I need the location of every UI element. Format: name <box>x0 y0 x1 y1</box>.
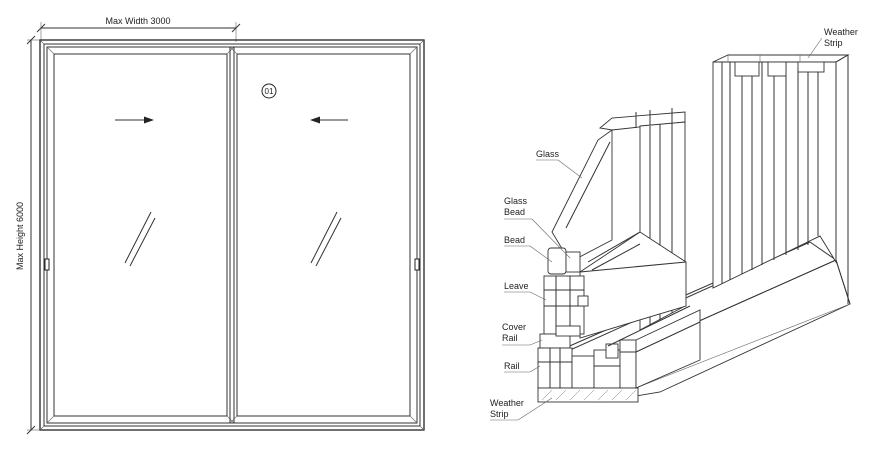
leave-label: Leave <box>504 281 529 291</box>
width-dimension: Max Width 3000 <box>36 16 241 42</box>
label-bead: Bead <box>504 235 553 263</box>
right-sash: 01 <box>229 46 420 424</box>
profile-cross-section <box>537 247 701 403</box>
cover-rail-label-line1: Cover <box>502 322 526 332</box>
cover-rail-label-line2: Rail <box>502 333 518 343</box>
weather-strip-top-label-line2: Strip <box>824 38 843 48</box>
panel-tag-label: 01 <box>265 87 274 96</box>
label-leave: Leave <box>504 281 547 301</box>
weather-strip-bottom-label-line2: Strip <box>490 409 509 419</box>
glass-label: Glass <box>536 149 560 159</box>
weather-strip-bottom-label-line1: Weather <box>490 398 524 408</box>
height-dimension: Max Height 6000 <box>15 35 40 435</box>
width-dimension-label: Max Width 3000 <box>105 16 170 26</box>
left-handle <box>44 258 50 271</box>
weather-strip-top-label-line1: Weather <box>824 27 858 37</box>
glass-reflection-right <box>310 211 342 267</box>
glass-bead-label-line2: Bead <box>504 207 525 217</box>
panel-tag: 01 <box>261 83 277 99</box>
height-dimension-label: Max Height 6000 <box>15 202 25 270</box>
sash-leaf <box>551 108 687 339</box>
label-weather-strip-top: Weather Strip <box>807 27 858 59</box>
frame-jamb <box>712 54 850 304</box>
label-cover-rail: Cover Rail <box>502 322 543 346</box>
label-weather-strip-bottom: Weather Strip <box>490 397 553 421</box>
bead-label: Bead <box>504 235 525 245</box>
elevation-view: Max Width 3000 Max Height 6000 <box>15 16 425 435</box>
label-glass: Glass <box>536 149 583 179</box>
rail-label: Rail <box>504 361 520 371</box>
profile-section-view: Weather Strip Glass Glass Bead Bead Leav… <box>490 27 858 421</box>
door-frame <box>39 39 425 431</box>
label-rail: Rail <box>504 361 541 373</box>
label-glass-bead: Glass Bead <box>504 196 571 259</box>
left-sash <box>44 46 235 424</box>
slide-left-arrow-icon <box>310 116 348 124</box>
slide-right-arrow-icon <box>115 116 154 124</box>
right-handle <box>414 258 420 271</box>
glass-reflection-left <box>124 211 156 267</box>
glass-bead-label-line1: Glass <box>504 196 528 206</box>
